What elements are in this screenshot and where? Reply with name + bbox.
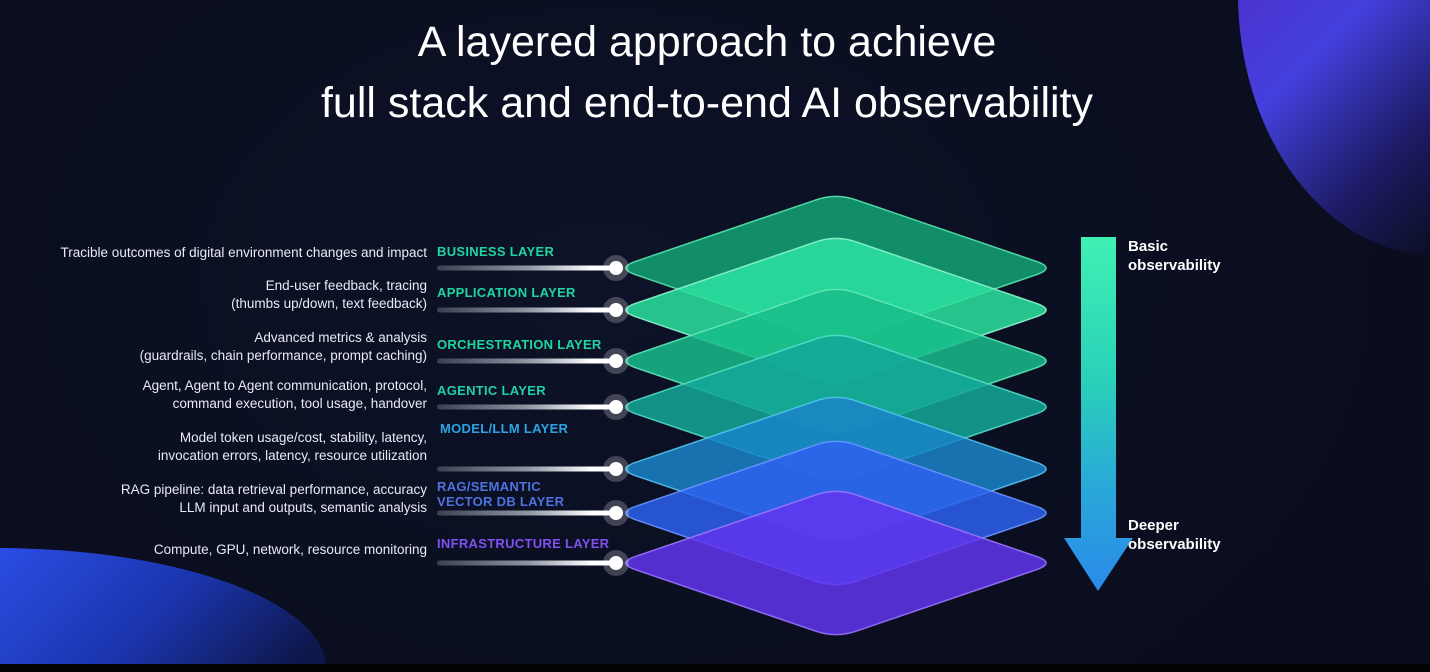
connector-dot-rag-semantic-vector-db: [609, 506, 623, 520]
layer-label-line: APPLICATION LAYER: [437, 285, 576, 300]
connector-line-agentic: [437, 404, 620, 410]
layer-description-business: Tracible outcomes of digital environment…: [0, 244, 427, 262]
connector-dot-model-llm: [609, 462, 623, 476]
connector-line-rag-semantic-vector-db: [437, 510, 620, 516]
diamond-infrastructure: [625, 490, 1047, 636]
layer-description-line: Advanced metrics & analysis: [254, 330, 427, 345]
deeper-observability-line-1: Deeper: [1128, 517, 1179, 534]
layer-description-line: invocation errors, latency, resource uti…: [157, 448, 427, 463]
layer-label-agentic: AGENTIC LAYER: [437, 383, 546, 398]
connector-dot-business: [609, 261, 623, 275]
layer-description-agentic: Agent, Agent to Agent communication, pro…: [0, 377, 427, 413]
layer-label-orchestration: ORCHESTRATION LAYER: [437, 337, 602, 352]
layer-description-line: End-user feedback, tracing: [265, 278, 427, 293]
connector-line-orchestration: [437, 358, 620, 364]
layer-label-application: APPLICATION LAYER: [437, 285, 576, 300]
layer-description-line: command execution, tool usage, handover: [172, 396, 427, 411]
connector-dot-orchestration: [609, 354, 623, 368]
connector-dot-application: [609, 303, 623, 317]
basic-observability-line-2: observability: [1128, 257, 1221, 274]
layer-description-application: End-user feedback, tracing (thumbs up/dow…: [0, 277, 427, 313]
connector-line-business: [437, 265, 620, 271]
layer-description-line: (guardrails, chain performance, prompt c…: [139, 348, 427, 363]
layer-label-line: INFRASTRUCTURE LAYER: [437, 536, 610, 551]
page-title: A layered approach to achieve full stack…: [0, 12, 1414, 134]
layer-label-line: RAG/SEMANTIC: [437, 479, 541, 494]
connector-dot-agentic: [609, 400, 623, 414]
layer-label-line: MODEL/LLM LAYER: [440, 421, 569, 436]
bottom-black-bar: [0, 664, 1430, 672]
observability-depth-arrow: [1064, 237, 1133, 591]
layer-label-infrastructure: INFRASTRUCTURE LAYER: [437, 536, 609, 551]
layer-description-line: Model token usage/cost, stability, laten…: [179, 430, 427, 445]
layer-label-line: BUSINESS LAYER: [437, 244, 555, 259]
title-line-2: full stack and end-to-end AI observabili…: [320, 79, 1094, 127]
layer-description-line: LLM input and outputs, semantic analysis: [179, 500, 427, 515]
layer-label-business: BUSINESS LAYER: [437, 244, 554, 259]
layer-description-line: Compute, GPU, network, resource monitori…: [153, 542, 427, 557]
layer-description-line: Tracible outcomes of digital environment…: [60, 245, 427, 260]
deeper-observability-label: Deeper observability: [1128, 516, 1221, 554]
layer-label-model-llm: MODEL/LLM LAYER: [440, 421, 568, 436]
layer-description-orchestration: Advanced metrics & analysis (guardrails, …: [0, 329, 427, 365]
basic-observability-line-1: Basic: [1128, 238, 1169, 255]
connector-line-model-llm: [437, 466, 620, 472]
connector-line-application: [437, 307, 620, 313]
layer-label-line: ORCHESTRATION LAYER: [437, 337, 602, 352]
basic-observability-label: Basic observability: [1128, 237, 1221, 275]
deeper-observability-line-2: observability: [1128, 536, 1221, 553]
layer-description-infrastructure: Compute, GPU, network, resource monitori…: [0, 541, 427, 559]
connector-line-infrastructure: [437, 560, 620, 566]
layer-label-line: VECTOR DB LAYER: [437, 494, 565, 509]
layer-description-line: Agent, Agent to Agent communication, pro…: [142, 378, 427, 393]
title-line-1: A layered approach to achieve: [417, 18, 997, 66]
layer-description-rag-semantic-vector-db: RAG pipeline: data retrieval performance…: [0, 481, 427, 517]
layer-description-line: RAG pipeline: data retrieval performance…: [120, 482, 427, 497]
layer-description-model-llm: Model token usage/cost, stability, laten…: [0, 429, 427, 465]
layer-description-line: (thumbs up/down, text feedback): [231, 296, 427, 311]
connector-dot-infrastructure: [609, 556, 623, 570]
layer-label-line: AGENTIC LAYER: [437, 383, 546, 398]
